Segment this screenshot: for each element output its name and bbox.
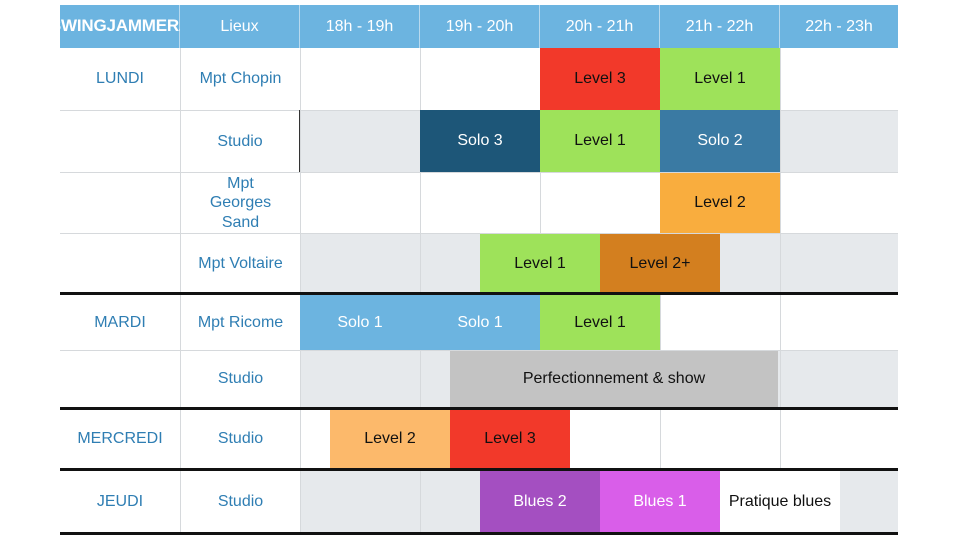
event-block[interactable]: Blues 1 [600,471,720,532]
event-block[interactable]: Level 1 [660,48,780,110]
header-slot-21: 21h - 22h [660,5,780,48]
row-bg [300,172,898,233]
event-block[interactable]: Level 2 [330,410,450,468]
event-block[interactable]: Level 3 [540,48,660,110]
event-block[interactable]: Level 1 [480,234,600,293]
header-slot-19: 19h - 20h [420,5,540,48]
location-mpt-voltaire: Mpt Voltaire [181,234,300,293]
event-block[interactable]: Level 3 [450,410,570,468]
day-separator [60,468,898,471]
event-block[interactable]: Level 2 [660,173,780,233]
location-studio: Studio [181,351,300,407]
location-mpt-ricome: Mpt Ricome [181,295,300,350]
day-mardi: MARDI [60,295,180,350]
event-block[interactable]: Level 2+ [600,234,720,293]
event-block[interactable]: Solo 3 [420,110,540,172]
grid-line [780,48,781,532]
event-block[interactable]: Pratique blues [720,471,840,532]
location-studio: Studio [181,111,299,172]
event-block[interactable]: Blues 2 [480,471,600,532]
grid-line [60,233,898,234]
day-jeudi: JEUDI [60,471,180,532]
day-separator [60,292,898,295]
grid-line [300,48,301,532]
schedule-table: SWINGJAMMERZ Lieux 18h - 19h 19h - 20h 2… [50,5,898,535]
event-block[interactable]: Level 1 [540,295,660,350]
brand-logo: SWINGJAMMERZ [50,5,189,48]
header-lieux: Lieux [180,5,300,48]
header-slot-22: 22h - 23h [780,5,898,48]
day-lundi: LUNDI [60,48,180,110]
event-block[interactable]: Solo 1 [300,295,420,350]
event-block[interactable]: Solo 2 [660,110,780,172]
grid-line [420,48,421,532]
event-block[interactable]: Solo 1 [420,295,540,350]
day-separator [60,407,898,410]
grid-line [60,350,898,351]
header-slot-18: 18h - 19h [300,5,420,48]
cell-border [299,110,300,172]
location-studio: Studio [181,410,300,468]
day-mercredi: MERCREDI [60,410,180,468]
location-mpt-georges-sand: Mpt Georges Sand [181,173,300,233]
location-mpt-chopin: Mpt Chopin [181,48,300,110]
event-block[interactable]: Perfectionnement & show [450,351,778,407]
day-separator [60,532,898,535]
grid-line [60,172,898,173]
header-slot-20: 20h - 21h [540,5,660,48]
event-block[interactable]: Level 1 [540,110,660,172]
location-studio: Studio [181,471,300,532]
grid-line [180,48,181,532]
